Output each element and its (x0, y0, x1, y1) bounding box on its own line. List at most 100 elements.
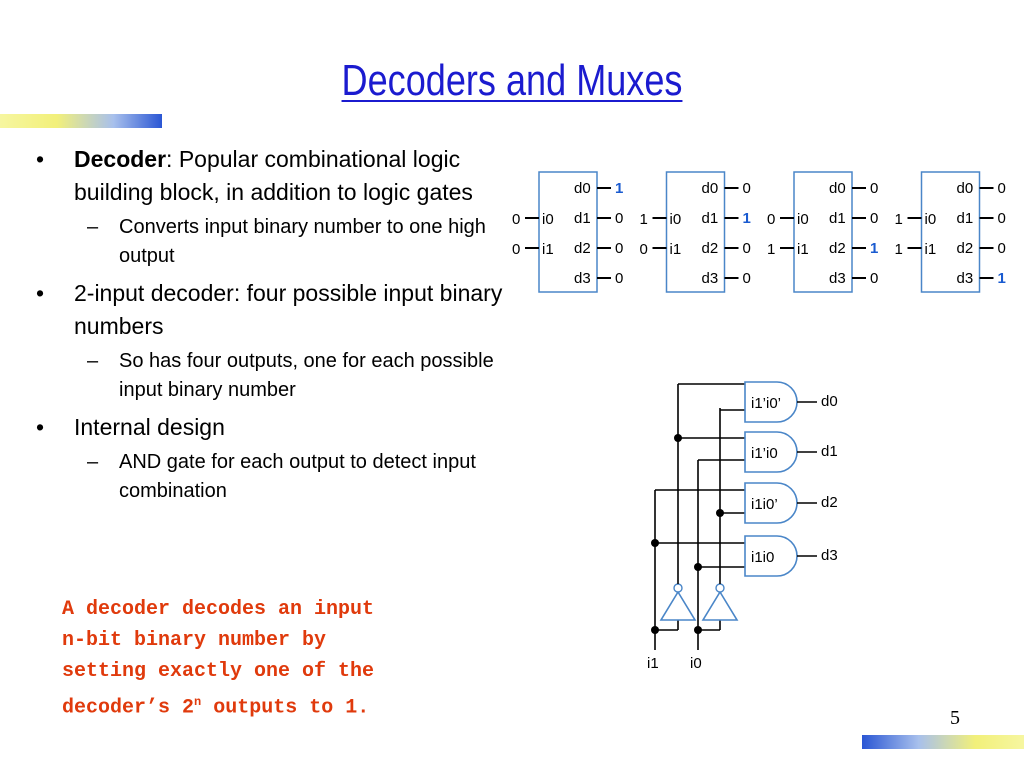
gate-label: i1’i0’ (751, 395, 781, 412)
output-value: 1 (743, 210, 751, 227)
input-value: 1 (767, 241, 775, 258)
input-label: i0 (670, 211, 682, 228)
bullet-2-input: • 2-input decoder: four possible input b… (30, 277, 510, 343)
input-label-i0: i0 (690, 655, 702, 672)
sub-bullet: – AND gate for each output to detect inp… (30, 448, 510, 506)
junction-dot (694, 626, 702, 634)
bullet-bold: Decoder (74, 146, 167, 172)
input-label: i1 (797, 241, 809, 258)
output-label: d1 (829, 210, 846, 227)
output-label: d1 (821, 443, 838, 460)
bullet-internal-design: • Internal design (30, 411, 510, 444)
output-value: 1 (998, 270, 1006, 287)
and-gate (744, 381, 798, 423)
input-label: i1 (542, 241, 554, 258)
sub-bullet: – Converts input binary number to one hi… (30, 213, 510, 271)
output-label: d1 (574, 210, 591, 227)
note-line: setting exactly one of the (62, 660, 375, 683)
output-value: 1 (615, 180, 623, 197)
note-superscript: n (194, 695, 202, 709)
note-line: n-bit binary number by (62, 629, 327, 652)
bottom-accent-bar (862, 735, 1024, 749)
output-value: 1 (870, 240, 878, 257)
output-label: d0 (821, 393, 838, 410)
bullet-text: : Popular combinational logic building b… (74, 146, 473, 205)
note-line: outputs to 1. (201, 696, 370, 720)
dash-icon: – (87, 451, 99, 473)
decoder-note: A decoder decodes an input n-bit binary … (62, 594, 502, 724)
output-value: 0 (998, 180, 1006, 197)
bullet-icon: • (36, 414, 45, 440)
bullet-icon: • (36, 146, 45, 172)
input-value: 1 (895, 211, 903, 228)
output-label: d3 (702, 270, 719, 287)
sub-bullet-text: Converts input binary number to one high… (119, 216, 486, 267)
output-label: d1 (702, 210, 719, 227)
input-label: i0 (542, 211, 554, 228)
input-label: i1 (670, 241, 682, 258)
bullet-decoder: • Decoder: Popular combinational logic b… (30, 143, 510, 209)
output-value: 0 (743, 180, 751, 197)
inverter-bubble (673, 583, 683, 593)
output-value: 0 (998, 240, 1006, 257)
decoder-box (538, 171, 598, 293)
input-label: i0 (925, 211, 937, 228)
input-value: 0 (512, 241, 520, 258)
junction-dot (716, 509, 724, 517)
inverter-gate (701, 590, 739, 621)
output-label: d3 (574, 270, 591, 287)
and-gate (744, 535, 798, 577)
bullet-text: 2-input decoder: four possible input bin… (74, 280, 503, 339)
output-label: d2 (821, 494, 838, 511)
note-line: A decoder decodes an input (62, 598, 375, 621)
output-value: 0 (743, 270, 751, 287)
output-value: 0 (743, 240, 751, 257)
input-label: i0 (797, 211, 809, 228)
input-value: 0 (640, 241, 648, 258)
decoder-box (793, 171, 853, 293)
junction-dot (651, 539, 659, 547)
inverter-gate (659, 590, 697, 621)
output-label: d0 (702, 180, 719, 197)
output-value: 0 (615, 240, 623, 257)
slide-title: Decoders and Muxes (341, 56, 683, 105)
input-value: 0 (512, 211, 520, 228)
and-gate (744, 482, 798, 524)
output-value: 0 (870, 270, 878, 287)
input-value: 0 (767, 211, 775, 228)
output-label: d1 (957, 210, 974, 227)
junction-dot (651, 626, 659, 634)
output-label: d0 (957, 180, 974, 197)
output-label: d3 (957, 270, 974, 287)
output-label: d2 (574, 240, 591, 257)
output-value: 0 (615, 210, 623, 227)
decoder-example-0: 0 i0 0 i1 d0 1 d1 0 d2 0 d3 0 (512, 171, 623, 293)
output-label: d0 (574, 180, 591, 197)
decoder-example-3: 1 i0 1 i1 d0 0 d1 0 d2 0 d3 1 (895, 171, 1006, 293)
output-label: d3 (821, 547, 838, 564)
output-value: 0 (998, 210, 1006, 227)
and-gate (744, 431, 798, 473)
gate-label: i1’i0 (751, 445, 778, 462)
input-value: 1 (895, 241, 903, 258)
inverter-bubble (715, 583, 725, 593)
output-value: 0 (615, 270, 623, 287)
output-label: d2 (829, 240, 846, 257)
output-label: d2 (957, 240, 974, 257)
bullet-list: • Decoder: Popular combinational logic b… (30, 143, 510, 512)
decoder-box (920, 171, 981, 293)
page-number: 5 (950, 707, 960, 729)
junction-dot (694, 563, 702, 571)
gate-label: i1i0 (751, 549, 774, 566)
dash-icon: – (87, 350, 99, 372)
input-label-i1: i1 (647, 655, 659, 672)
note-line: decoder’s 2 (62, 696, 195, 720)
output-value: 0 (870, 210, 878, 227)
input-label: i1 (925, 241, 937, 258)
dash-icon: – (87, 216, 99, 238)
output-value: 0 (870, 180, 878, 197)
junction-dot (674, 434, 682, 442)
sub-bullet-text: So has four outputs, one for each possib… (119, 350, 494, 401)
